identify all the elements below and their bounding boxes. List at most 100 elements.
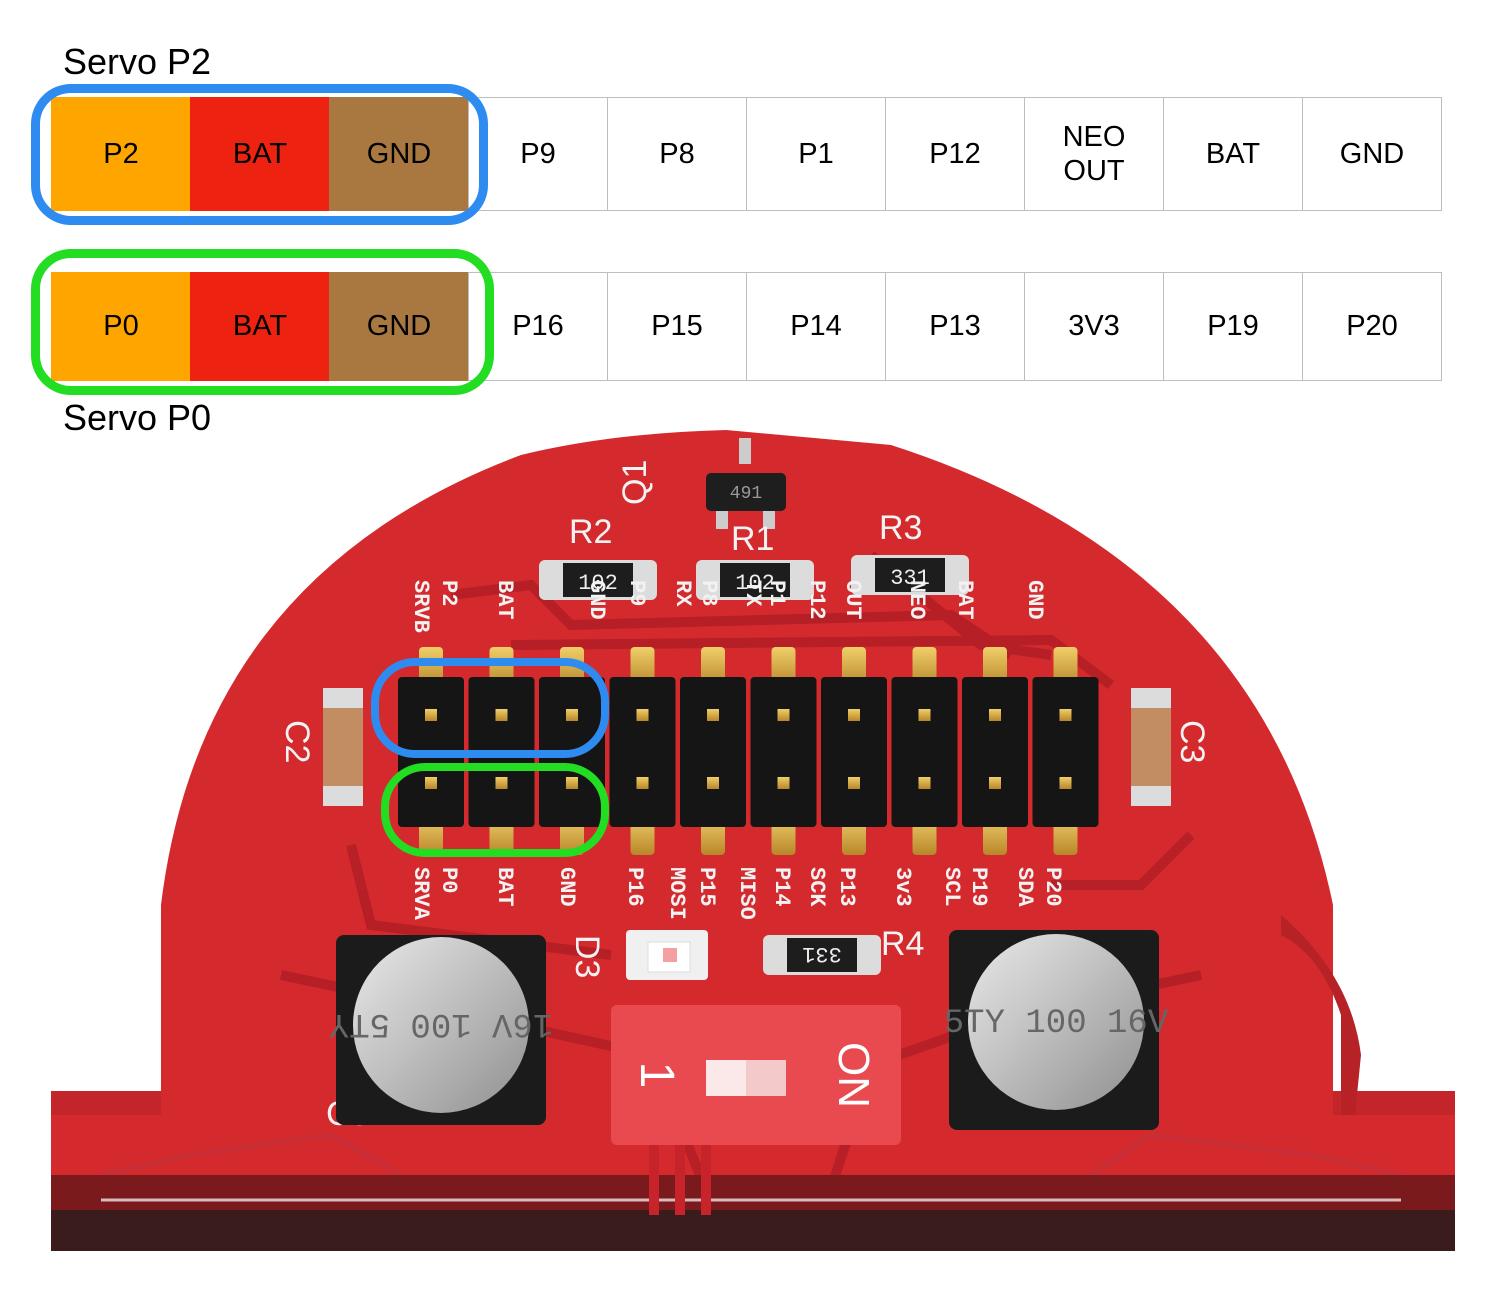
pin-cell: P15 <box>607 272 747 381</box>
silk-label: P1 <box>764 580 789 606</box>
pin-cell: P2 <box>51 97 191 211</box>
header-pin <box>425 709 437 721</box>
silk-label: P12 <box>804 580 829 620</box>
component-label: C2 <box>278 720 316 763</box>
pin-cell: NEO OUT <box>1024 97 1164 211</box>
header-pin <box>1059 777 1072 789</box>
resistor-code: 102 <box>578 571 618 596</box>
resistor: 102 <box>539 560 657 600</box>
header-pin <box>495 709 508 721</box>
servo-p0-highlight <box>31 249 494 395</box>
component-label: C3 <box>1173 720 1211 763</box>
board-servo-p2-highlight <box>371 658 609 758</box>
header-housing <box>821 677 887 827</box>
header-housing <box>750 677 817 827</box>
silk-label: SRVB <box>408 580 433 633</box>
silk-label: BAT <box>492 867 517 907</box>
component-label: D3 <box>568 935 606 978</box>
capacitor-c5-marking: 16V 100 5TY <box>329 1004 553 1042</box>
component-label: Q1 <box>616 460 654 505</box>
header-pin <box>918 777 931 789</box>
pin-cell: GND <box>329 272 469 381</box>
resistor-code: 331 <box>802 941 842 966</box>
silk-label: P19 <box>966 867 991 907</box>
silk-label: MISO <box>734 867 759 920</box>
header-housing <box>680 677 746 827</box>
header-pin <box>707 709 719 721</box>
silk-label: P0 <box>436 867 461 893</box>
pin-cell: P20 <box>1302 272 1442 381</box>
component-label: R1 <box>731 520 774 558</box>
header-pin <box>707 777 719 789</box>
silk-label: GND <box>584 580 609 620</box>
pin-cell: P1 <box>746 97 886 211</box>
header-pin <box>777 709 790 721</box>
servo-p2-highlight <box>31 84 488 225</box>
silk-label: GND <box>554 867 579 907</box>
silk-label: SRVA <box>408 867 433 921</box>
servo-p2-label: Servo P2 <box>63 41 212 82</box>
silk-label: P13 <box>834 867 859 907</box>
silk-label: P8 <box>696 580 721 606</box>
switch-left-label: 1 <box>630 1062 683 1089</box>
capacitor-c5: 16V 100 5TY <box>329 935 553 1125</box>
silk-label: NEO <box>904 580 929 620</box>
header-pin <box>848 709 860 721</box>
led-d3 <box>626 930 708 980</box>
pin-cell: BAT <box>190 272 330 381</box>
silk-label: GND <box>1022 580 1047 620</box>
silk-label: P14 <box>769 867 794 907</box>
pin-cell: P9 <box>468 97 608 211</box>
pin-cell: GND <box>1302 97 1442 211</box>
resistor: 102 <box>696 560 814 600</box>
silk-label: BAT <box>492 580 517 620</box>
silk-label: SDA <box>1012 867 1037 907</box>
silk-label: SCK <box>804 867 829 907</box>
header-pin <box>566 777 578 789</box>
silk-label: P9 <box>624 580 649 606</box>
capacitor-c4-marking: 5TY 100 16V <box>944 1005 1169 1043</box>
resistor: 331 <box>851 555 969 595</box>
header-housing <box>609 677 676 827</box>
component-label: R4 <box>881 925 924 963</box>
pin-cell: P14 <box>746 272 886 381</box>
silk-label: MOSI <box>664 867 689 920</box>
silk-label: TX <box>740 580 765 607</box>
header-pin <box>636 709 649 721</box>
header-pin <box>918 709 931 721</box>
silk-label: 3v3 <box>890 867 915 907</box>
component-label: R2 <box>569 513 612 551</box>
silk-label: BAT <box>952 580 977 620</box>
header-pin <box>989 709 1001 721</box>
pin-cell: GND <box>329 97 469 211</box>
switch-right-label: ON <box>829 1042 878 1108</box>
capacitor-c2 <box>323 688 363 806</box>
servo-p0-label: Servo P0 <box>63 397 212 438</box>
resistor: 331 <box>763 935 881 975</box>
pin-cell: P13 <box>885 272 1025 381</box>
header-pin <box>848 777 860 789</box>
silk-label: P20 <box>1040 867 1065 907</box>
header-pin <box>636 777 649 789</box>
header-pin <box>425 777 437 789</box>
header-housing <box>891 677 958 827</box>
pin-cell: P12 <box>885 97 1025 211</box>
pin-cell: P8 <box>607 97 747 211</box>
component-label: R3 <box>879 509 922 547</box>
capacitor-c3 <box>1131 688 1171 806</box>
header-pin <box>989 777 1001 789</box>
silk-label: P2 <box>436 580 461 606</box>
pin-cell: P0 <box>51 272 191 381</box>
header-pin <box>777 777 790 789</box>
dip-switch: 1 ON <box>611 1005 901 1215</box>
transistor-q1: 491 <box>706 438 786 529</box>
silk-label: RX <box>670 580 695 607</box>
pin-cell: BAT <box>190 97 330 211</box>
transistor-code: 491 <box>730 484 762 504</box>
header-housing <box>1032 677 1099 827</box>
capacitor-c4: 5TY 100 16V <box>944 930 1169 1130</box>
pin-cell: 3V3 <box>1024 272 1164 381</box>
